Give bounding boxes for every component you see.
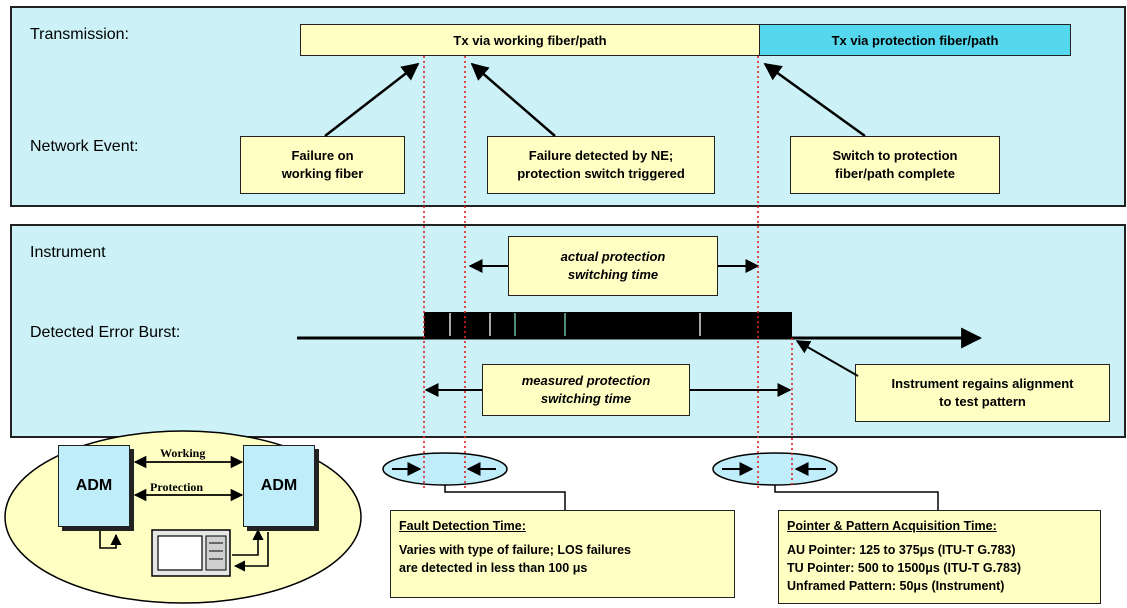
protection-link-label: Protection bbox=[150, 480, 204, 494]
fault-detection-line: are detected in less than 100 μs bbox=[399, 561, 588, 576]
au-pointer-line: AU Pointer: 125 to 375μs (ITU-T G.783) bbox=[787, 543, 1016, 558]
fault-detection-time-box: Fault Detection Time: Varies with type o… bbox=[390, 510, 735, 598]
detected-error-burst-label: Detected Error Burst: bbox=[30, 324, 181, 341]
error-burst-block bbox=[424, 312, 792, 337]
transmission-label: Transmission: bbox=[30, 26, 129, 43]
instrument-regains-box: Instrument regains alignment to test pat… bbox=[855, 364, 1110, 422]
fault-detection-line: Varies with type of failure; LOS failure… bbox=[399, 543, 632, 558]
pointer-acquisition-title: Pointer & Pattern Acquisition Time: bbox=[787, 519, 997, 533]
actual-switching-time-box: actual protection switching time bbox=[508, 236, 718, 296]
pointer-ellipse-connector bbox=[774, 485, 939, 510]
switch-complete-box: Switch to protection fiber/path complete bbox=[790, 136, 1000, 194]
failure-on-working-fiber-box: Failure on working fiber bbox=[240, 136, 405, 194]
adm-left-test-loop bbox=[99, 526, 122, 549]
tester-to-adm-link bbox=[232, 528, 264, 556]
tu-pointer-line: TU Pointer: 500 to 1500μs (ITU-T G.783) bbox=[787, 561, 1022, 576]
network-event-label: Network Event: bbox=[30, 138, 139, 155]
tx-protection-bar: Tx via protection fiber/path bbox=[759, 24, 1071, 56]
failure-pointer-arrow bbox=[324, 62, 420, 137]
fault-detection-title: Fault Detection Time: bbox=[399, 519, 526, 533]
adm-to-tester-link bbox=[233, 532, 269, 572]
instrument-label: Instrument bbox=[30, 244, 106, 261]
test-instrument-icon bbox=[151, 529, 231, 577]
adm-left: ADM bbox=[58, 445, 130, 527]
pointer-acquisition-box: Pointer & Pattern Acquisition Time: AU P… bbox=[778, 510, 1101, 604]
failure-detected-box: Failure detected by NE; protection switc… bbox=[487, 136, 715, 194]
adm-right: ADM bbox=[243, 445, 315, 527]
detected-pointer-arrow bbox=[470, 62, 556, 137]
working-link-label: Working bbox=[160, 446, 206, 460]
regains-pointer-arrow bbox=[795, 340, 859, 377]
measured-switching-time-box: measured protection switching time bbox=[482, 364, 690, 416]
switch-pointer-arrow bbox=[763, 62, 866, 138]
unframed-pattern-line: Unframed Pattern: 50μs (Instrument) bbox=[787, 579, 1005, 594]
fault-ellipse-connector bbox=[444, 485, 566, 510]
